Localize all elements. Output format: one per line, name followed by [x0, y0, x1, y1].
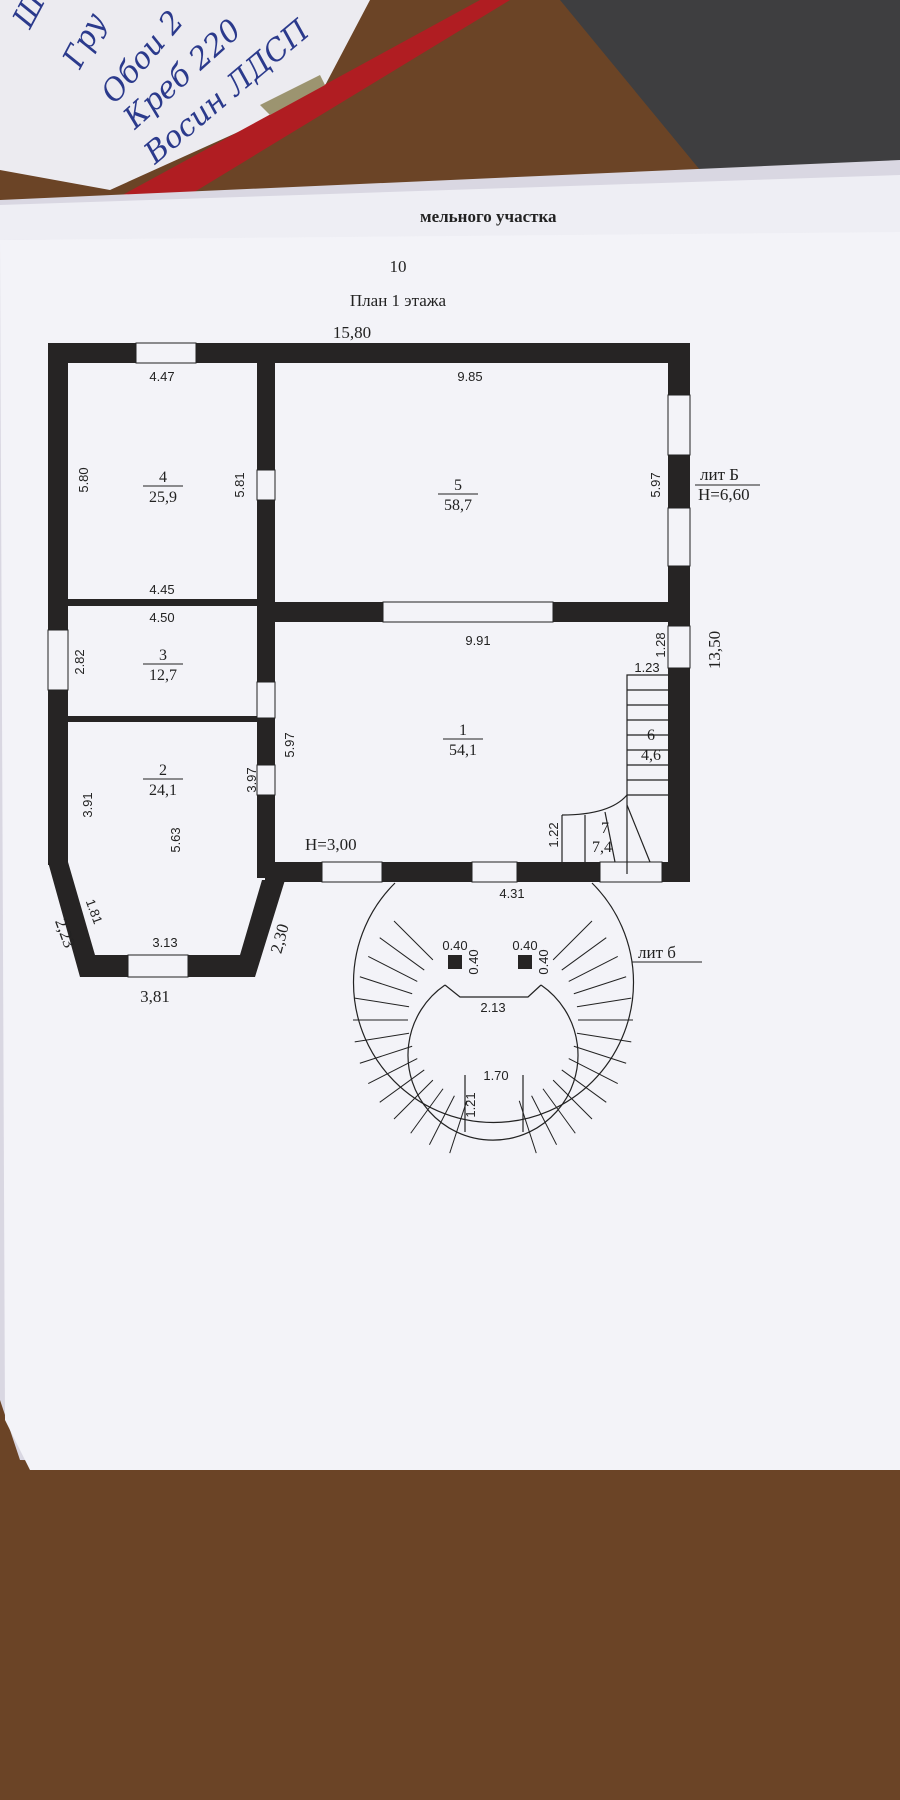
- dim-label: 0.40: [466, 949, 481, 974]
- dim-label: 4.45: [149, 582, 174, 597]
- height-main-label: H=3,00: [305, 835, 357, 854]
- porch-step: [368, 955, 418, 982]
- dim-label: 4.50: [149, 610, 174, 625]
- porch-step: [428, 1095, 455, 1145]
- porch-step: [359, 1045, 413, 1064]
- handwritten-note-paper: [0, 0, 370, 190]
- wall-east: [668, 343, 690, 882]
- dim-label: 3.13: [152, 935, 177, 950]
- dim-label: 4.47: [149, 369, 174, 384]
- porch-step: [359, 976, 413, 995]
- porch-step: [354, 997, 410, 1008]
- porch-step: [393, 920, 434, 961]
- porch-step: [518, 1100, 537, 1154]
- dim-label: 9.91: [465, 633, 490, 648]
- porch-step: [573, 1045, 627, 1064]
- porch-step: [552, 920, 593, 961]
- room-number: 5: [454, 477, 462, 494]
- dim-label: 1.28: [653, 632, 668, 657]
- room-area: 12,7: [149, 667, 177, 684]
- underlying-page: [0, 175, 900, 240]
- dim-label: 0.40: [512, 938, 537, 953]
- overall-width: 15,80: [333, 323, 371, 342]
- porch-step: [531, 1095, 558, 1145]
- room-number: 6: [647, 727, 655, 744]
- dim-label: 0.40: [536, 949, 551, 974]
- dim-label: 0.40: [442, 938, 467, 953]
- dim-label: 5.81: [232, 472, 247, 497]
- dim-label: 1.21: [463, 1092, 478, 1117]
- porch-step: [354, 1032, 410, 1043]
- room-labels: 4 25,9 5 58,7 3 12,7 2 24,1 1 54,1 6 4,6…: [143, 469, 661, 856]
- porch-step: [379, 937, 425, 971]
- dim-label: 1.22: [546, 822, 561, 847]
- room-number: 1: [459, 722, 467, 739]
- porch-step: [368, 1058, 418, 1085]
- porch-step: [576, 1032, 632, 1043]
- dim-label: 1.70: [483, 1068, 508, 1083]
- porch-step: [568, 955, 618, 982]
- column: [518, 955, 532, 969]
- wall-interior: [257, 363, 275, 878]
- interior-stairs: [561, 674, 668, 874]
- room-area: 25,9: [149, 489, 177, 506]
- dim-label: 4.31: [499, 886, 524, 901]
- room-number: 2: [159, 762, 167, 779]
- dark-object: [560, 0, 900, 200]
- wall-west: [48, 343, 68, 865]
- windows: [47, 342, 691, 978]
- dim-label: 9.85: [457, 369, 482, 384]
- dim-label: 2.82: [72, 649, 87, 674]
- floor-plan: [47, 342, 760, 1154]
- dim-label: 5.97: [648, 472, 663, 497]
- porch-step: [393, 1079, 434, 1120]
- room-area: 54,1: [449, 742, 477, 759]
- porch-step: [568, 1058, 618, 1085]
- room-area: 58,7: [444, 497, 472, 514]
- porch-step: [552, 1079, 593, 1120]
- porch-step: [561, 1069, 607, 1103]
- porch-step: [379, 1069, 425, 1103]
- room-area: 4,6: [641, 747, 661, 764]
- porch-step: [576, 997, 632, 1008]
- room-area: 7,4: [592, 839, 612, 856]
- porch-step: [542, 1088, 576, 1134]
- wall-4-3: [68, 599, 257, 606]
- red-pencil: [95, 0, 510, 225]
- wall-north: [48, 343, 690, 363]
- porch-steps: [353, 920, 633, 1154]
- porch-step: [410, 1088, 444, 1134]
- underlying-page-header: мельного участка: [420, 207, 557, 226]
- porch-step: [449, 1100, 468, 1154]
- room-number: 3: [159, 647, 167, 664]
- bay-width: 3,81: [140, 987, 170, 1006]
- dim-label: 5.80: [76, 467, 91, 492]
- dim-label: 3.97: [244, 767, 259, 792]
- room-number: 4: [159, 469, 167, 486]
- column: [448, 955, 462, 969]
- spiral-porch-stairs: [352, 882, 635, 1141]
- room-area: 24,1: [149, 782, 177, 799]
- overall-depth: 13,50: [705, 631, 724, 669]
- dim-label: 3.91: [80, 792, 95, 817]
- dim-label: 2.13: [480, 1000, 505, 1015]
- lit-b-label: лит б: [638, 943, 676, 962]
- lit-B-label: лит Б: [700, 465, 739, 484]
- pencil-label: [260, 75, 325, 115]
- document-page: [0, 232, 900, 1470]
- dim-label: 5.63: [168, 827, 183, 852]
- porch-step: [573, 976, 627, 995]
- height-B-label: H=6,60: [698, 485, 750, 504]
- dim-label: 1.23: [634, 660, 659, 675]
- page-number: 10: [390, 257, 407, 276]
- room-number: 7: [601, 820, 609, 837]
- porch-step: [561, 937, 607, 971]
- dim-label: 5.97: [282, 732, 297, 757]
- plan-title: План 1 этажа: [350, 291, 447, 310]
- wall-3-2: [68, 716, 257, 722]
